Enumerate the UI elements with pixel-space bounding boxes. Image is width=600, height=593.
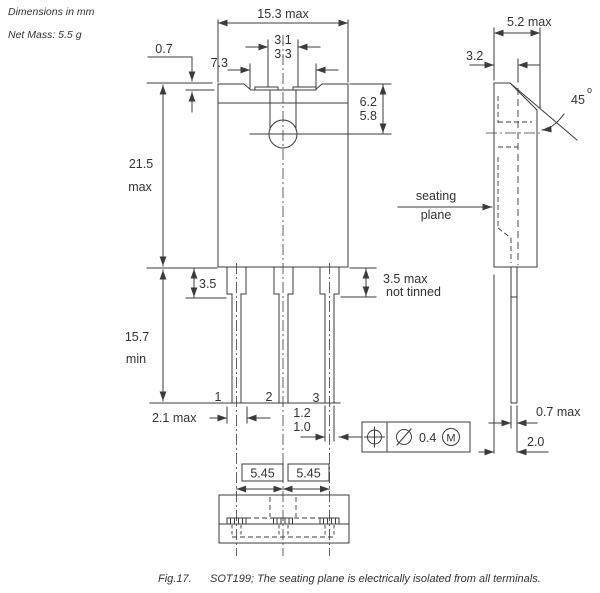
dim-hole-center: 6.2 5.8 [349,83,392,134]
mounting-tab-left [254,86,279,91]
pin-2-label: 2 [266,390,273,404]
drawing-notes: Dimensions in mm Net Mass: 5.5 g [8,6,95,41]
dim-chamfer-angle: 45 o [541,85,592,133]
front-view: 15.3 max 3.1 3.3 7.3 0.7 [125,7,441,442]
hidden-leadframe [497,88,532,265]
dim-body-height-qual-label: max [128,180,152,194]
dim-shoulder-label: 3.5 [199,277,216,291]
pin-1-label: 1 [215,390,222,404]
dim-recess-width: 7.3 [211,56,339,89]
pin-numbers: 1 2 3 [215,390,320,405]
dim-pitch-right-label: 5.45 [296,467,320,481]
dim-body-width: 15.3 max [217,7,349,83]
dim-lead-length-qual-label: min [126,352,146,366]
mmc-modifier-letter: M [446,433,455,445]
dim-depth: 5.2 max [493,15,552,109]
chamfer-construction-line [509,82,578,141]
figure-number: Fig.17. [158,573,192,585]
dim-top-step-label: 0.7 [155,42,172,56]
dim-untinned: 3.5 max not tinned [340,267,441,299]
dim-hole-center-max-label: 6.2 [360,95,377,109]
true-position-symbol [364,426,385,448]
seating-plane-label-1: seating [416,189,456,203]
dim-pitch-left-label: 5.45 [250,467,274,481]
dim-lead-offset: 2.0 [478,274,549,456]
dim-shoulder: 3.5 [185,268,227,299]
tolerance-frame: 0.4 M [338,421,471,453]
centerlines [236,35,330,556]
chamfer-angle-unit: o [587,85,592,95]
dim-lead-wide-width: 2.1 max [152,406,271,425]
lead-2 [273,266,294,404]
tolerance-value: 0.4 [419,431,436,445]
dim-untinned-label-2: not tinned [386,285,441,299]
pin-3-label: 3 [313,391,320,405]
units-note: Dimensions in mm [8,6,95,18]
dim-body-width-label: 15.3 max [257,7,309,21]
dim-body-height: 21.5 max [128,84,167,267]
figure-caption-text: SOT199; The seating plane is electricall… [210,573,541,585]
dim-lead-width: 1.2 1.0 [293,405,335,442]
dim-untinned-label-1: 3.5 max [383,272,428,286]
dim-lead-length: 15.7 min [125,267,218,402]
seating-plane-label-2: plane [421,208,452,222]
chamfer-angle-label: 45 [571,93,585,107]
mmc-modifier-symbol: M [442,428,460,446]
mass-note: Net Mass: 5.5 g [8,29,82,41]
dim-lead-width-min-label: 1.0 [293,420,310,434]
seating-plane-callout: seating plane [397,189,493,222]
dim-recess-width-label: 7.3 [211,56,228,70]
dim-hole-center-min-label: 5.8 [360,109,377,123]
dim-lead-length-label: 15.7 [125,330,149,344]
dim-lead-pitch: 5.45 5.45 [236,463,330,493]
dim-lead-thickness-label: 0.7 max [536,405,581,419]
dim-tab-offset-label: 3.2 [466,49,483,63]
diameter-symbol [396,428,412,446]
side-view: 45 o 5.2 max 3.2 [397,15,592,456]
package-body-side [493,82,538,268]
dim-top-step: 0.7 [146,42,215,113]
dim-lead-wide-width-label: 2.1 max [152,411,197,425]
dim-lead-offset-label: 2.0 [527,435,544,449]
dim-notch: 3.1 3.3 [245,33,321,88]
figure-caption: Fig.17. SOT199; The seating plane is ele… [158,573,541,585]
dim-body-height-label: 21.5 [129,157,153,171]
dim-tab-offset: 3.2 [466,49,541,83]
dim-depth-label: 5.2 max [507,15,552,29]
dim-lead-width-max-label: 1.2 [293,406,310,420]
basic-dim-box-right [287,463,330,482]
hidden-lead-bends [231,525,336,538]
dim-lead-thickness: 0.7 max [488,405,581,453]
side-lead [510,266,518,404]
